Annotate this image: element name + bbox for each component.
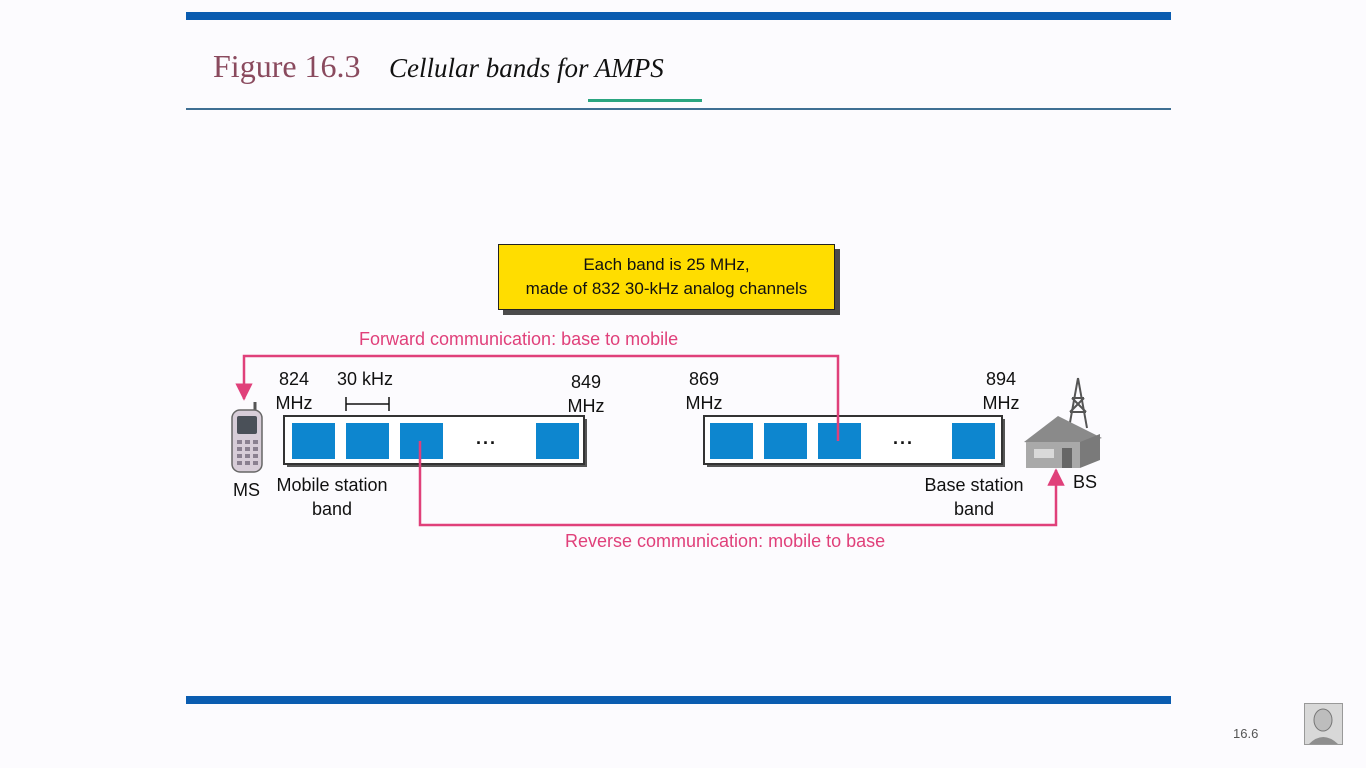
bs-label: BS (1073, 472, 1098, 492)
caption-line: band (953, 499, 995, 519)
freq-849: 849 MHz (556, 370, 616, 418)
mobile-phone-icon (231, 402, 263, 473)
freq-unit: MHz (982, 393, 1020, 413)
title-accent-line (588, 99, 702, 102)
forward-label: Forward communication: base to mobile (359, 329, 679, 349)
bottom-rule-bar (186, 696, 1171, 704)
mobile-band-ellipsis: ... (476, 428, 498, 448)
freq-824: 824 MHz (264, 367, 324, 415)
caption-line: band (311, 499, 353, 519)
caption-line: Mobile station (276, 475, 388, 495)
freq-894: 894 MHz (971, 367, 1031, 415)
figure-number: Figure 16.3 (213, 48, 361, 84)
freq-unit: MHz (685, 393, 723, 413)
figure-title: Cellular bands for AMPS (389, 53, 664, 83)
base-station-icon (1024, 377, 1102, 468)
reverse-label: Reverse communication: mobile to base (565, 531, 886, 551)
mobile-band-box (283, 415, 587, 467)
channel-width-marker (345, 397, 390, 411)
ms-label: MS (233, 480, 260, 500)
mobile-band-caption: Mobile station band (262, 473, 402, 521)
base-band-caption: Base station band (904, 473, 1044, 521)
channel-slot (764, 423, 807, 459)
band-info-note: Each band is 25 MHz, made of 832 30-kHz … (498, 244, 835, 310)
channel-slot (710, 423, 753, 459)
base-band-box (703, 415, 1005, 467)
caption-line: Base station (924, 475, 1024, 495)
freq-value: 894 (985, 369, 1017, 389)
freq-value: 869 (688, 369, 720, 389)
note-line-2: made of 832 30-kHz analog channels (525, 279, 808, 298)
reverse-arrow (418, 441, 1065, 527)
base-band-ellipsis: ... (893, 428, 915, 448)
header-divider (186, 108, 1171, 110)
slide-number: 16.6 (1233, 726, 1259, 741)
channel-slot (346, 423, 389, 459)
channel-width-label: 30 kHz (337, 369, 394, 389)
channel-slot (292, 423, 335, 459)
freq-value: 849 (570, 372, 602, 392)
freq-value: 824 (278, 369, 310, 389)
freq-unit: MHz (567, 396, 605, 416)
channel-slot (400, 423, 443, 459)
freq-869: 869 MHz (674, 367, 734, 415)
presenter-face-icon (1309, 708, 1338, 744)
channel-slot (536, 423, 579, 459)
top-rule-bar (186, 12, 1171, 20)
note-line-1: Each band is 25 MHz, (583, 255, 750, 274)
freq-unit: MHz (275, 393, 313, 413)
presenter-avatar (1304, 703, 1343, 745)
forward-arrow (235, 354, 840, 441)
channel-slot (818, 423, 861, 459)
channel-slot (952, 423, 995, 459)
